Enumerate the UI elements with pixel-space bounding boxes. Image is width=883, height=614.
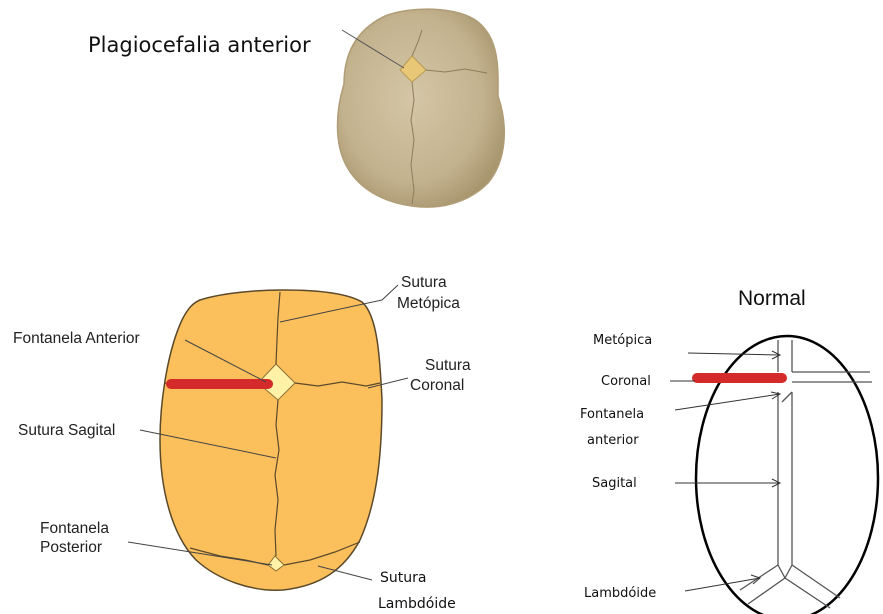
infant-skull-outline (160, 290, 382, 590)
label-sutura-metopica-2: Metópica (397, 295, 460, 312)
normal-red-marker (692, 373, 787, 383)
label-metopica: Metópica (593, 333, 652, 348)
plagiocephaly-skull: Plagiocefalia anterior (88, 9, 504, 207)
label-sutura-lambdoide-2: Lambdóide (378, 596, 456, 612)
label-lambdoide: Lambdóide (584, 586, 656, 601)
label-coronal: Coronal (601, 374, 651, 389)
label-sutura-metopica-1: Sutura (401, 274, 447, 291)
plagiocephaly-label: Plagiocefalia anterior (88, 33, 311, 57)
normal-title: Normal (738, 287, 806, 310)
label-sutura-coronal-1: Sutura (425, 357, 471, 374)
label-sagital: Sagital (592, 476, 637, 491)
label-fontanela-1: Fontanela (580, 407, 644, 422)
infant-skull: Sutura Metópica Fontanela Anterior Sutur… (13, 274, 471, 612)
label-fontanela-anterior: Fontanela Anterior (13, 330, 140, 347)
label-fontanela-2: anterior (587, 433, 639, 448)
plagiocephaly-skull-outline (338, 9, 505, 207)
label-fontanela-posterior-2: Posterior (40, 539, 102, 556)
label-sutura-lambdoide-1: Sutura (380, 570, 426, 586)
label-fontanela-posterior-1: Fontanela (40, 520, 109, 537)
middle-red-marker (166, 379, 273, 389)
label-sutura-coronal-2: Coronal (410, 377, 464, 394)
label-sutura-sagital: Sutura Sagital (18, 422, 115, 439)
normal-schematic: Normal (580, 287, 878, 614)
